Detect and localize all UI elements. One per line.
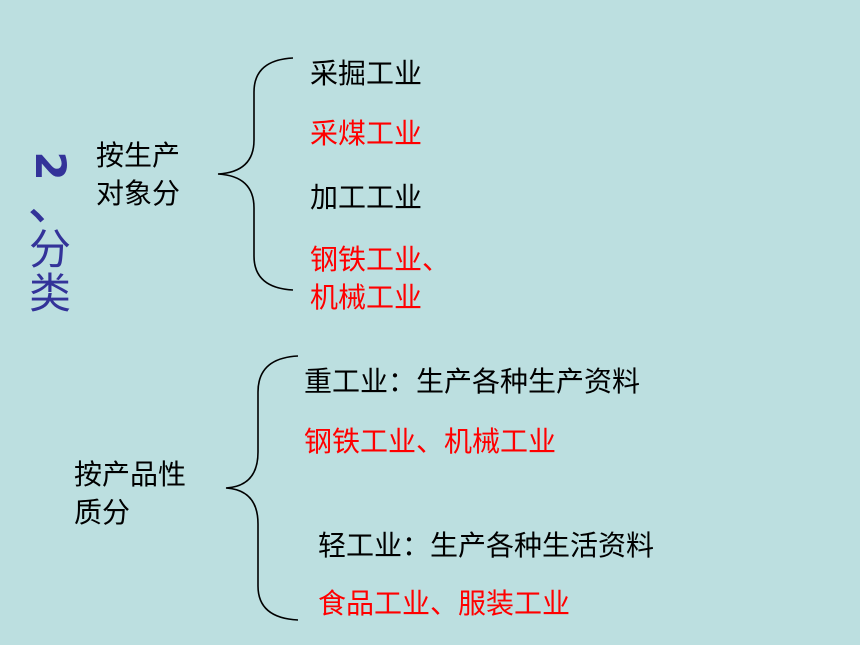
- group-1-item-coal: 采煤工业: [310, 117, 423, 150]
- group-1-label: 按生产 对象分: [96, 137, 180, 213]
- group-2-label-line-1: 按产品性: [74, 458, 187, 491]
- group-2-item-heavy-industry: 重工业：生产各种生产资料: [304, 365, 641, 398]
- group-1-item-machinery: 机械工业: [310, 281, 423, 314]
- brace-group-1: [217, 57, 294, 291]
- section-comma: 、: [28, 180, 71, 229]
- group-2-item-heavy-examples: 钢铁工业、机械工业: [304, 425, 557, 458]
- group-1-item-steel: 钢铁工业、: [310, 243, 451, 276]
- group-1-label-line-2: 对象分: [96, 177, 181, 210]
- group-2-item-light-industry: 轻工业：生产各种生活资料: [318, 529, 655, 562]
- group-2-item-light-examples: 食品工业、服装工业: [318, 587, 571, 620]
- group-1-label-line-1: 按生产: [96, 139, 181, 172]
- section-title: 2 、 分 类: [22, 142, 78, 316]
- group-2-label-line-2: 质分: [74, 496, 131, 529]
- section-title-char-1: 分: [28, 225, 71, 274]
- group-1-item-processing: 加工工业: [310, 181, 423, 214]
- brace-group-2: [225, 355, 299, 621]
- section-title-char-2: 类: [28, 269, 71, 318]
- group-2-label: 按产品性 质分: [74, 456, 186, 532]
- group-1-item-mining: 采掘工业: [310, 57, 423, 90]
